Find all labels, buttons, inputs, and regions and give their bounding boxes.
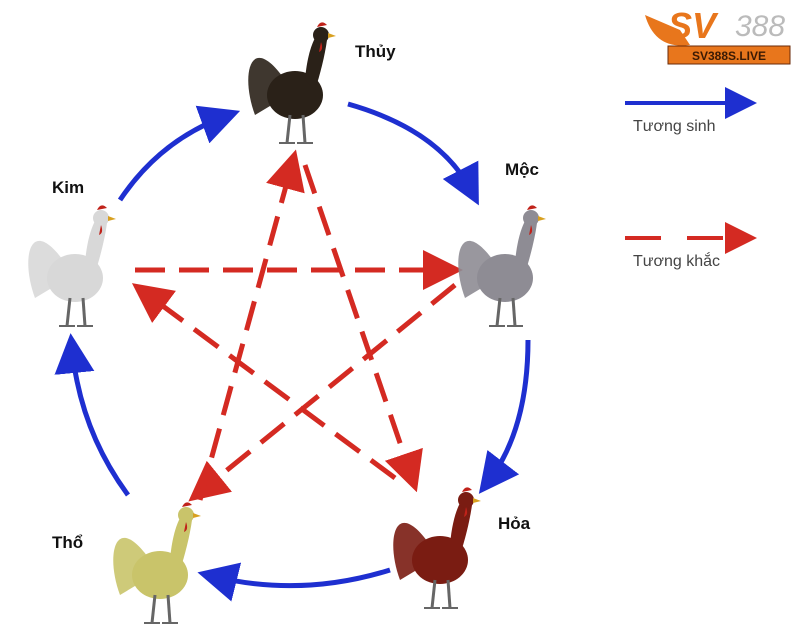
rooster-hoa (391, 485, 483, 610)
arrow-tho-to-thuy (197, 149, 305, 501)
svg-text:SV: SV (668, 5, 719, 46)
arrow-thuy-to-hoa (302, 164, 423, 493)
svg-text:SV388S.LIVE: SV388S.LIVE (692, 49, 766, 63)
label-kim: Kim (52, 178, 85, 197)
legend-generating-label: Tương sinh (633, 118, 716, 135)
rooster-moc (456, 203, 548, 328)
rooster-tho (111, 500, 203, 625)
label-tho: Thổ (52, 533, 84, 552)
label-moc: Mộc (505, 160, 539, 179)
arrow-moc-to-tho (188, 283, 457, 502)
arrow-tho-to-kim (54, 333, 131, 497)
legend-overcoming-label: Tương khắc (633, 253, 721, 270)
label-hoa: Hỏa (498, 514, 531, 533)
arrow-hoa-to-tho (197, 562, 391, 602)
label-thuy: Thủy (355, 42, 396, 61)
svg-text:388: 388 (735, 10, 785, 43)
generating-arrows (54, 101, 531, 602)
overcoming-arrows (131, 149, 463, 502)
sv388-logo: SV 388 SV388S.LIVE (645, 5, 791, 65)
arrow-thuy-to-moc (347, 101, 479, 206)
rooster-thuy (246, 20, 338, 145)
arrow-moc-to-hoa (478, 339, 531, 494)
arrow-kim-to-thuy (117, 105, 241, 202)
rooster-kim (26, 203, 118, 328)
arrow-hoa-to-kim (131, 283, 397, 481)
